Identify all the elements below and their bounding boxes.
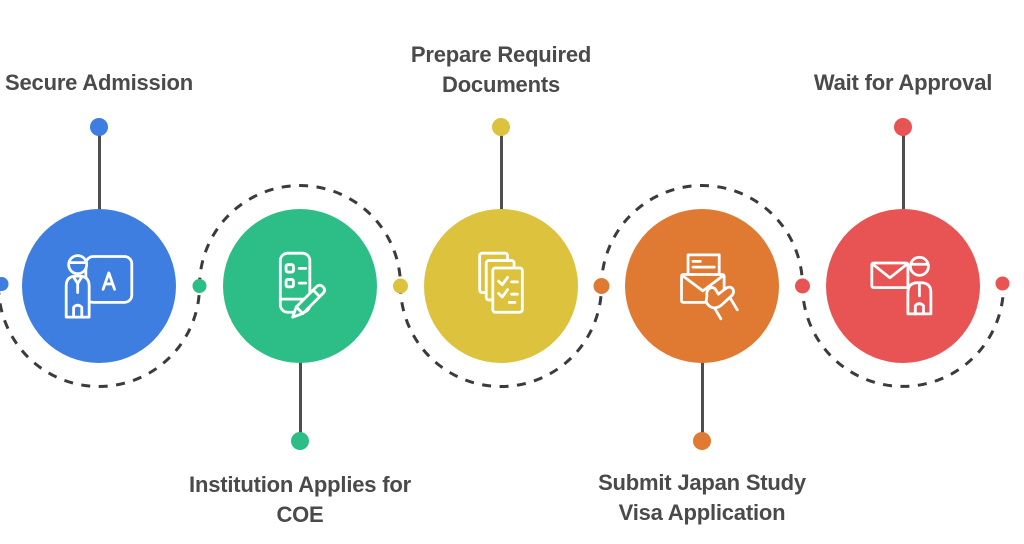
pin-dot-step-3 xyxy=(492,118,510,136)
pin-line-step-5 xyxy=(901,130,905,212)
path-end-dot-left xyxy=(0,277,9,291)
path-junction-dot-red xyxy=(795,278,810,294)
step-circle-wait-approval xyxy=(826,209,980,363)
step-circle-secure-admission xyxy=(22,209,176,363)
pin-dot-step-2 xyxy=(291,432,309,450)
step-label-institution-coe: Institution Applies for COE xyxy=(189,472,411,527)
pin-line-step-1 xyxy=(97,130,101,212)
step-circle-submit-application xyxy=(625,209,779,363)
step-circle-prepare-documents xyxy=(424,209,578,363)
path-junction-dot-green xyxy=(192,279,207,293)
application-form-pencil-icon xyxy=(278,251,326,319)
step-label-secure-admission: Secure Admission xyxy=(5,70,193,95)
path-end-dot-right xyxy=(995,276,1010,291)
step-label-prepare-documents: Prepare Required Documents xyxy=(410,42,592,97)
pin-line-step-3 xyxy=(499,130,503,212)
step-circle-institution-coe xyxy=(223,209,377,363)
teacher-board-a-icon xyxy=(64,254,134,319)
step-label-wait-approval: Wait for Approval xyxy=(813,70,993,95)
pin-dot-step-1 xyxy=(90,118,108,136)
pin-line-step-2 xyxy=(298,360,302,436)
pin-dot-step-5 xyxy=(894,118,912,136)
pin-line-step-4 xyxy=(700,360,704,436)
documents-checklist-icon xyxy=(478,251,524,314)
path-junction-dot-yellow xyxy=(393,278,408,294)
mail-person-wait-icon xyxy=(870,255,933,316)
dashed-connector-path xyxy=(0,184,1005,388)
path-junction-dot-orange xyxy=(593,278,610,294)
pin-dot-step-4 xyxy=(693,432,711,450)
step-label-submit-application: Submit Japan Study Visa Application xyxy=(598,470,806,525)
envelope-hand-submit-icon xyxy=(680,253,739,321)
